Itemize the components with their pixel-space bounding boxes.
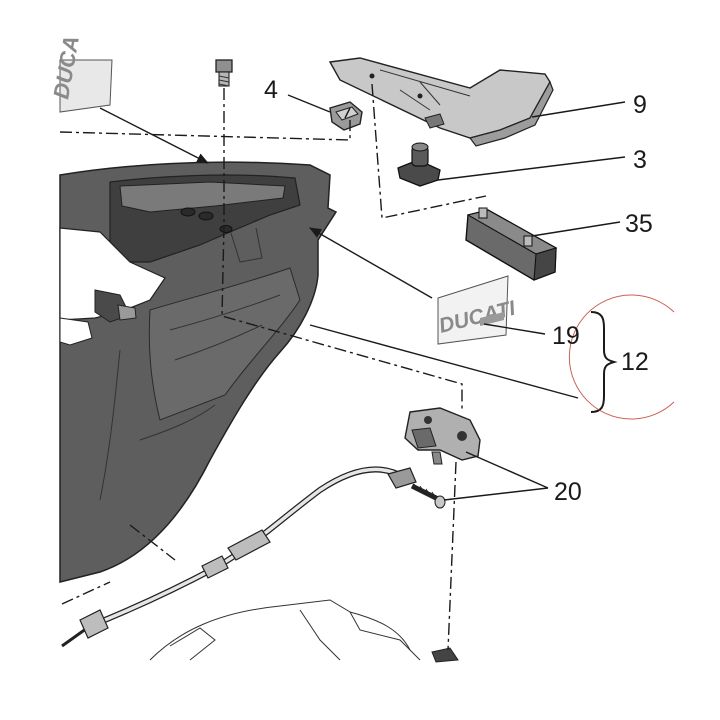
assembly-lines — [59, 83, 487, 651]
bolt — [215, 59, 233, 87]
pad-block-part-35 — [465, 207, 558, 281]
callout-12: 12 — [621, 348, 649, 376]
callout-9: 9 — [633, 91, 647, 119]
ducati-decal-part-19: DUCATI — [437, 275, 519, 345]
callout-35: 35 — [625, 210, 653, 238]
bracket-plate-part-9 — [328, 57, 554, 147]
callout-4: 4 — [264, 76, 278, 104]
callout-3: 3 — [633, 146, 647, 174]
leader-lines — [99, 94, 626, 501]
tail-fairing — [59, 161, 338, 583]
seat-emblem: DUCA — [48, 34, 113, 113]
group-brace-12 — [590, 311, 618, 413]
callout-20: 20 — [554, 478, 582, 506]
rubber-buffer-part-3 — [397, 142, 441, 187]
callout-19: 19 — [552, 322, 580, 350]
highlight-circle — [568, 294, 675, 420]
seat-lock-part-20 — [404, 407, 481, 465]
subframe — [149, 599, 459, 663]
lock-cable — [61, 466, 446, 648]
